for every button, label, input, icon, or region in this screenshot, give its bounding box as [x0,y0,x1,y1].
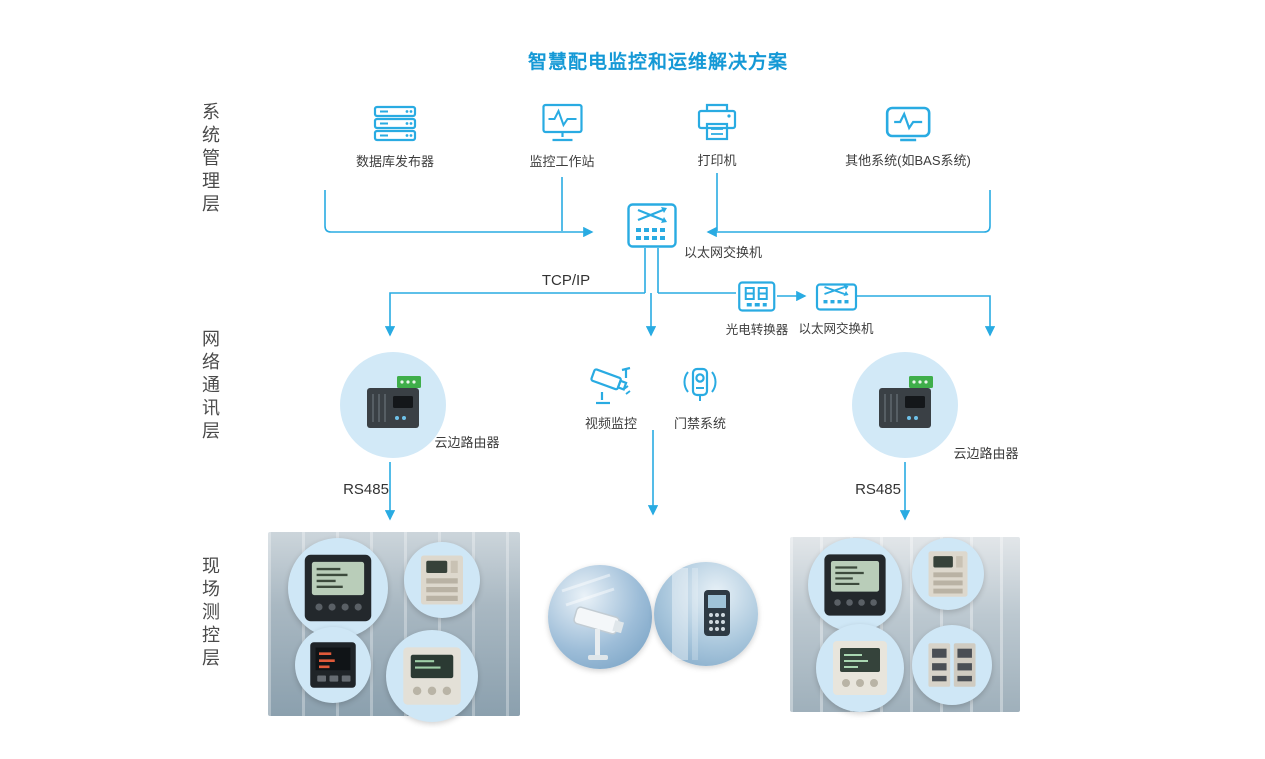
node-label: 光电转换器 [725,323,789,337]
node-label: 数据库发布器 [355,154,435,169]
access-photo-icon [672,568,730,660]
edge-router-left [340,352,446,458]
layer-label-field: 现场测控层 [200,556,220,671]
edge-router-right [852,352,958,458]
multifunction-meter-icon [833,641,887,695]
node-label: 监控工作站 [529,154,595,169]
node-label: 以太网交换机 [798,322,874,336]
digital-meter-icon [310,642,356,688]
node-printer: 打印机 [696,102,738,169]
ethernet-switch-icon [627,203,677,248]
power-meter-icon [304,554,372,622]
fiber-converter-icon [738,281,776,312]
multifunction-meter-icon [403,647,461,705]
field-device-meter-beige [816,624,904,712]
field-device-meter-beige [386,630,478,722]
node-label: 其他系统(如BAS系统) [845,153,971,168]
database-server-icon [372,104,418,144]
access-control-icon [678,362,722,406]
node-access-control: 门禁系统 [674,362,726,432]
power-meter-icon [824,554,886,616]
rs485-left-label: RS485 [343,481,389,498]
field-device-panel [912,625,992,705]
field-device-relay [912,538,984,610]
core-ethernet-switch [627,203,677,248]
node-fiber-converter: 光电转换器 [725,281,789,338]
field-device-meter-lcd [288,538,388,638]
cctv-camera-icon [588,364,634,406]
edge-router-right-label: 云边路由器 [953,446,1019,461]
switch-panel-icon [928,643,976,687]
edge-router-icon [869,372,941,438]
field-device-relay [404,542,480,618]
layer-label-network: 网络通讯层 [200,329,220,444]
rs485-right-label: RS485 [855,481,901,498]
ethernet-switch-icon [815,283,857,311]
field-device-meter-digits [295,627,371,703]
bas-system-icon [884,105,932,143]
node-video-monitoring: 视频监控 [585,364,637,432]
field-photo-cctv [548,565,652,669]
edge-router-icon [357,372,429,438]
node-label: 打印机 [697,153,737,168]
node-label: 视频监控 [584,416,638,431]
node-database-publisher: 数据库发布器 [356,104,434,170]
node-label: 门禁系统 [673,416,727,431]
tcpip-label: TCP/IP [541,272,591,289]
field-device-meter-lcd [808,538,902,632]
core-switch-label: 以太网交换机 [684,245,763,260]
protection-relay-icon [928,551,968,597]
field-photo-access [654,562,758,666]
protection-relay-icon [421,555,463,605]
node-other-systems: 其他系统(如BAS系统) [845,105,971,169]
edge-router-left-label: 云边路由器 [434,435,500,450]
cctv-photo-icon [561,573,625,660]
node-monitor-workstation: 监控工作站 [529,103,595,170]
printer-icon [696,102,738,143]
layer-label-system: 系统管理层 [200,102,220,217]
diagram-title: 智慧配电监控和运维解决方案 [527,52,789,73]
node-secondary-switch: 以太网交换机 [798,283,874,337]
monitor-workstation-icon [539,103,585,144]
